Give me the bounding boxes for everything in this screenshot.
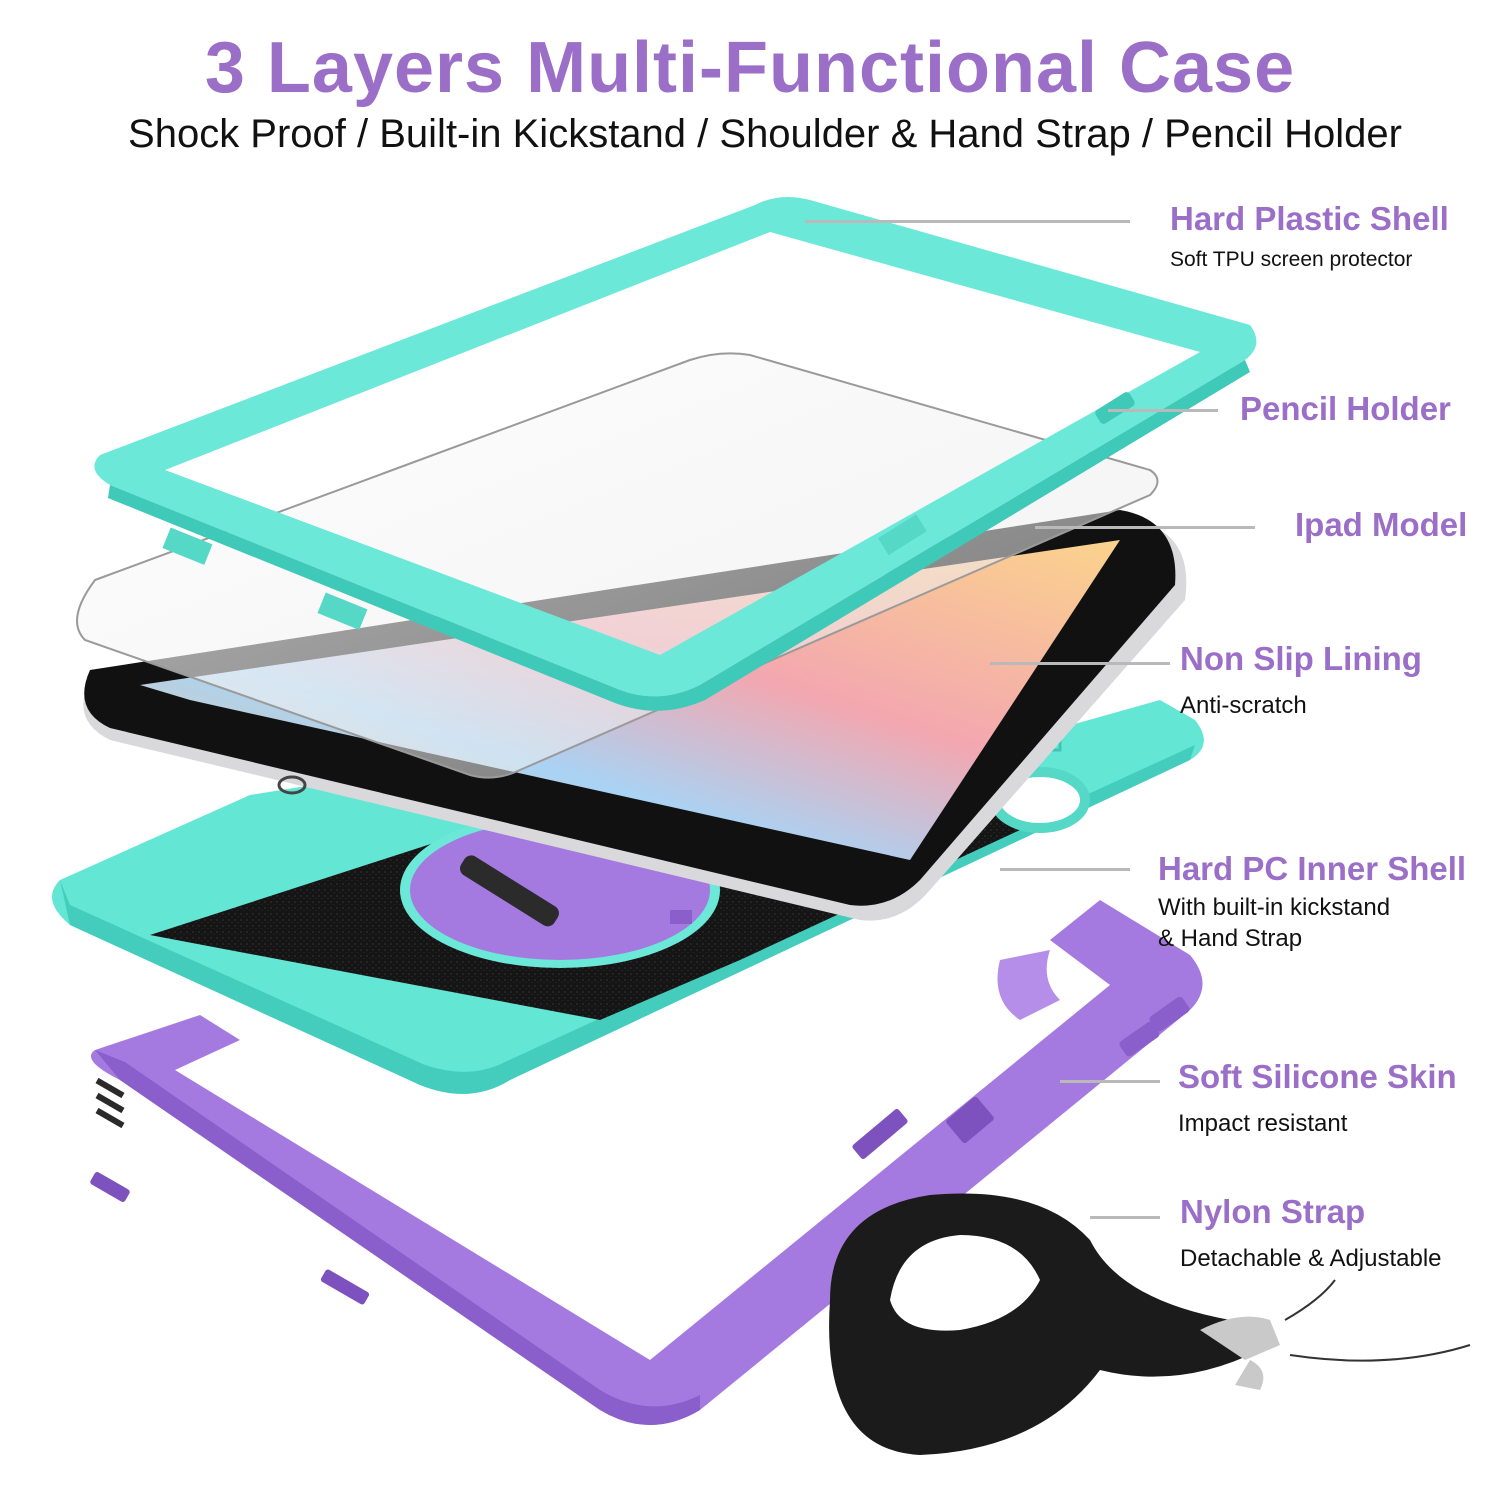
callout-title: Non Slip Lining [1180,640,1422,677]
callout-title: Pencil Holder [1240,390,1451,427]
leader-line-non-slip-lining [990,662,1170,665]
callout-title: Hard PC Inner Shell [1158,850,1467,887]
nylon-strap [829,1193,1471,1455]
callout-hard-pc-inner-shell: Hard PC Inner Shell With built-in kickst… [1158,850,1466,954]
callout-soft-silicone-skin: Soft Silicone Skin Impact resistant [1178,1058,1457,1139]
callout-title: Ipad Model [1295,506,1468,543]
soft-silicone-skin [90,900,1203,1425]
leader-line-soft-silicone-skin [1060,1080,1160,1083]
callout-description-line-2: & Hand Strap [1158,925,1303,952]
leader-line-nylon-strap [1090,1216,1160,1219]
callout-pencil-holder: Pencil Holder [1240,390,1451,428]
leader-line-pencil-holder [1108,409,1218,412]
callout-description: With built-in kickstand [1158,894,1391,921]
screen-protector [76,352,1159,779]
callout-description: Anti-scratch [1180,692,1307,719]
page-title: 3 Layers Multi-Functional Case [204,28,1296,108]
callout-description: Detachable & Adjustable [1180,1245,1442,1272]
hard-plastic-shell-frame [94,196,1257,711]
callout-description: Soft TPU screen protector [1170,248,1413,271]
callout-description: Impact resistant [1178,1110,1348,1137]
leader-line-hard-plastic-shell [805,220,1130,223]
callout-title: Hard Plastic Shell [1170,200,1449,237]
callout-non-slip-lining: Non Slip Lining Anti-scratch [1180,640,1422,721]
leader-line-ipad-model [1035,526,1255,529]
leader-line-hard-pc-inner-shell [1000,868,1130,871]
callout-nylon-strap: Nylon Strap Detachable & Adjustable [1180,1193,1442,1274]
callout-title: Soft Silicone Skin [1178,1058,1457,1095]
callout-title: Nylon Strap [1180,1193,1366,1230]
feature-subtitle: Shock Proof / Built-in Kickstand / Shoul… [128,112,1402,156]
callout-ipad-model: Ipad Model [1295,506,1467,544]
callout-hard-plastic-shell: Hard Plastic Shell Soft TPU screen prote… [1170,200,1449,275]
